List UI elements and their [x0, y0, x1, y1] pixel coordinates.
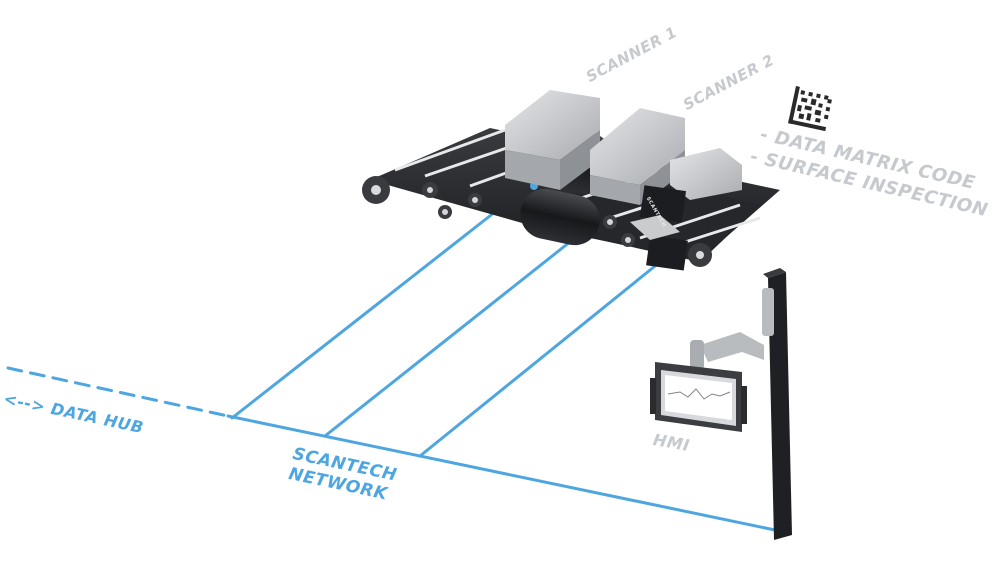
scanner-3-cable	[418, 260, 662, 458]
scanner-3-unit	[630, 148, 742, 271]
data-matrix-code-icon	[788, 86, 834, 132]
sensor-box-1	[639, 185, 687, 223]
hmi-screen-trace	[667, 388, 731, 400]
sensor-box-2	[646, 235, 688, 271]
scanner-1-cable	[230, 206, 502, 420]
hmi-mount	[690, 268, 792, 540]
hmi-post	[768, 272, 792, 540]
network-cabling	[6, 206, 777, 532]
scanner-2-cable	[323, 228, 587, 438]
network-trunk	[226, 414, 777, 532]
scanner-1-unit	[505, 90, 600, 190]
guide-rollers	[422, 182, 635, 247]
hmi-panel[interactable]	[650, 362, 747, 432]
data-hub-dashed-link	[6, 366, 230, 418]
